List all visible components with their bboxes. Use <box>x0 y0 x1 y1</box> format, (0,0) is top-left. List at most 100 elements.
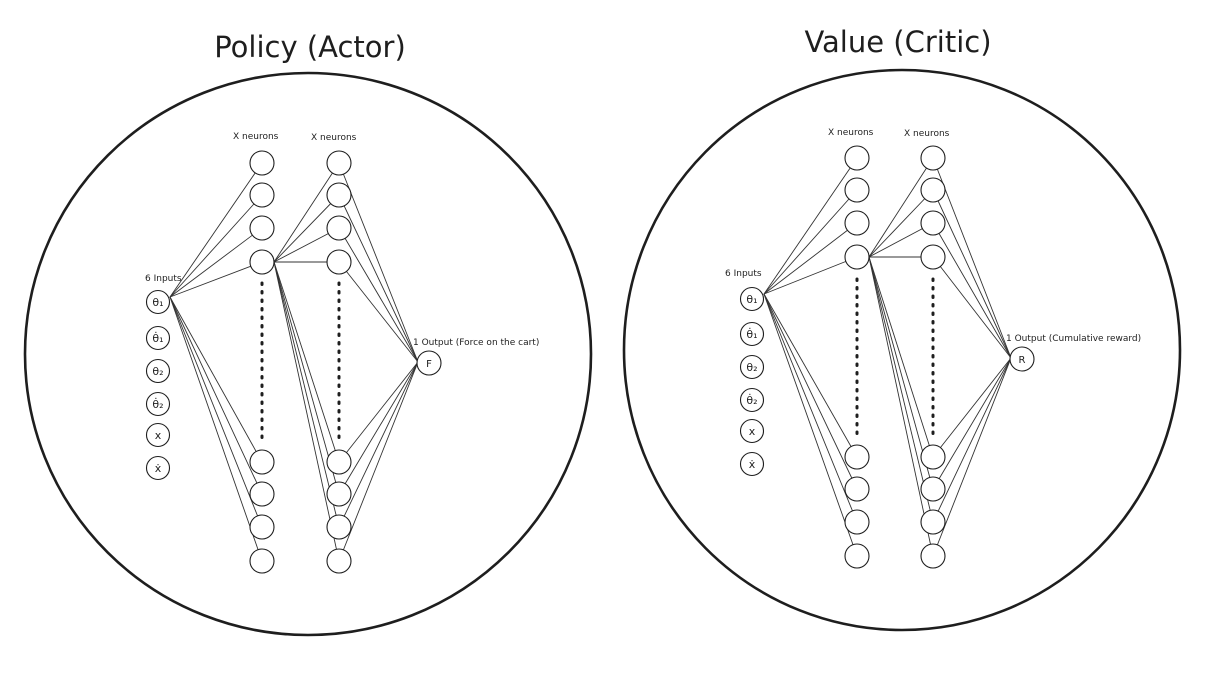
neuron <box>249 249 275 275</box>
connection-line <box>338 361 419 463</box>
neuron <box>326 150 352 176</box>
neuron <box>844 210 870 236</box>
value-network: Value (Critic) 6 Inputs X neurons X neur… <box>622 25 1182 632</box>
input-node: x <box>145 422 171 448</box>
input-node-label: θ₁ <box>152 296 163 309</box>
neuron <box>920 145 946 171</box>
value-inputs-label: 6 Inputs <box>725 269 762 279</box>
input-node-label: θ₁ <box>746 293 757 306</box>
neuron <box>920 543 946 569</box>
policy-output-node: F <box>416 350 442 376</box>
connection-line <box>273 261 340 495</box>
connection-line <box>273 194 340 263</box>
connection-line <box>868 189 934 258</box>
connection-line <box>169 296 263 463</box>
connection-line <box>868 157 934 258</box>
connection-line <box>763 293 858 458</box>
input-node-label: θ̇₂ <box>152 397 163 411</box>
policy-output-symbol: F <box>426 359 432 370</box>
connection-line <box>932 222 1012 359</box>
neuron <box>844 145 870 171</box>
connection-line <box>169 194 263 298</box>
connection-line <box>273 261 340 528</box>
input-node-label: θ₂ <box>746 361 757 374</box>
input-node-label: ẋ <box>155 462 162 475</box>
connection-line <box>763 293 858 523</box>
connection-line <box>763 189 858 295</box>
value-output-symbol: R <box>1019 355 1026 366</box>
neuron <box>844 476 870 502</box>
connection-line <box>763 222 858 295</box>
connection-line <box>169 162 263 298</box>
neuron <box>920 210 946 236</box>
policy-title: Policy (Actor) <box>214 30 406 64</box>
input-node: θ̇₁ <box>145 325 171 351</box>
connection-line <box>338 194 419 363</box>
neuron <box>920 476 946 502</box>
connection-line <box>932 357 1012 557</box>
neuron <box>249 215 275 241</box>
input-node-label: θ₂ <box>152 365 163 378</box>
value-output-node: R <box>1009 346 1035 372</box>
connection-line <box>932 256 1012 359</box>
input-node: θ̇₁ <box>739 321 765 347</box>
connection-line <box>169 261 263 298</box>
policy-hidden1-label: X neurons <box>233 132 279 142</box>
policy-output-label: 1 Output (Force on the cart) <box>413 338 539 348</box>
input-node-label: ẋ <box>749 458 756 471</box>
neuron <box>326 514 352 540</box>
input-node: θ₂ <box>739 354 765 380</box>
connection-line <box>932 357 1012 523</box>
connection-line <box>932 157 1012 359</box>
neuron <box>844 244 870 270</box>
connection-line <box>169 296 263 528</box>
input-node-label: θ̇₁ <box>746 327 757 341</box>
connection-line <box>868 256 934 490</box>
input-node: x <box>739 418 765 444</box>
connection-line <box>763 256 858 295</box>
connection-line <box>338 162 419 363</box>
neuron <box>844 444 870 470</box>
neuron <box>844 509 870 535</box>
value-output-label: 1 Output (Cumulative reward) <box>1006 334 1141 344</box>
input-node: ẋ <box>145 455 171 481</box>
neuron <box>326 449 352 475</box>
value-input-layer: θ₁ θ̇₁ θ₂ θ̇₂ x ẋ <box>739 286 765 477</box>
neuron <box>249 548 275 574</box>
connection-line <box>868 256 934 523</box>
input-node: θ₁ <box>145 289 171 315</box>
connection-line <box>338 227 419 363</box>
value-hidden1-label: X neurons <box>828 128 874 138</box>
neuron <box>844 543 870 569</box>
neuron <box>920 509 946 535</box>
connection-line <box>338 361 419 495</box>
connection-line <box>338 361 419 528</box>
value-title: Value (Critic) <box>804 25 991 59</box>
policy-hidden-layer-2 <box>326 150 352 574</box>
neuron <box>326 215 352 241</box>
connection-line <box>868 256 934 458</box>
connection-line <box>273 261 340 562</box>
input-node-label: θ̇₁ <box>152 331 163 345</box>
neuron <box>920 177 946 203</box>
connection-line <box>932 189 1012 359</box>
connection-line <box>169 227 263 298</box>
policy-hidden-layer-1 <box>249 150 275 574</box>
neuron <box>326 182 352 208</box>
policy-input-layer: θ₁ θ̇₁ θ₂ θ̇₂ x ẋ <box>145 289 171 481</box>
neuron <box>249 514 275 540</box>
neuron <box>249 449 275 475</box>
connection-line <box>273 162 340 263</box>
connection-line <box>273 261 340 463</box>
neuron <box>920 444 946 470</box>
neuron <box>326 481 352 507</box>
policy-boundary-circle <box>23 71 593 637</box>
neuron <box>249 481 275 507</box>
connection-line <box>932 357 1012 458</box>
connection-line <box>763 157 858 295</box>
value-hidden-layer-1 <box>844 145 870 569</box>
connection-line <box>169 296 263 495</box>
input-node: θ₁ <box>739 286 765 312</box>
value-hidden2-label: X neurons <box>904 129 950 139</box>
